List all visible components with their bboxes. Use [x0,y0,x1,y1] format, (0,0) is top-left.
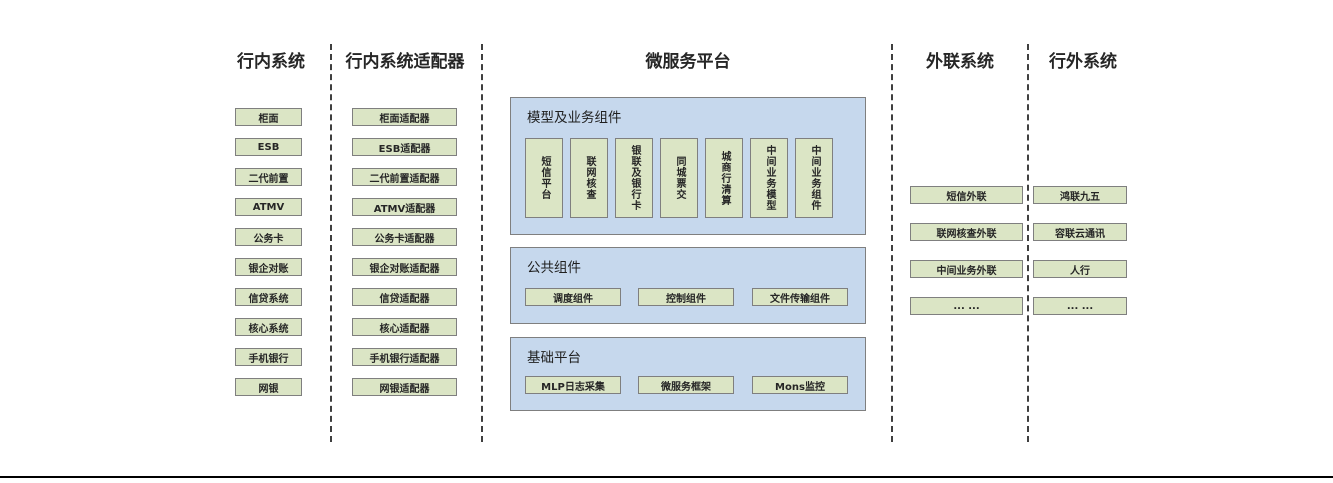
diagram-box: 调度组件 [525,288,621,306]
diagram-box: 核心系统 [235,318,302,336]
diagram-box: 柜面 [235,108,302,126]
diagram-box: 鸿联九五 [1033,186,1127,204]
diagram-box: 信贷系统 [235,288,302,306]
diagram-box: 短信平台 [525,138,563,218]
column-title-external-systems: 行外系统 [1049,52,1117,72]
panel-title: 公共组件 [527,260,581,276]
separator-line-3 [891,44,893,442]
separator-line-4 [1027,44,1029,442]
internal-systems-column: 柜面 ESB 二代前置 ATMV 公务卡 银企对账 信贷系统 核心系统 手机银行… [235,108,302,408]
diagram-box: 手机银行适配器 [352,348,457,366]
diagram-box: ESB适配器 [352,138,457,156]
diagram-box: 二代前置适配器 [352,168,457,186]
vertical-box-row: 短信平台 联网核查 银联及银行卡 同城票交 城商行清算 中间业务模型 中间业务组… [525,138,833,218]
diagram-box: 联网核查 [570,138,608,218]
diagram-box: 网银 [235,378,302,396]
diagram-box: 文件传输组件 [752,288,848,306]
diagram-box: 容联云通讯 [1033,223,1127,241]
diagram-box: ATMV [235,198,302,216]
diagram-box: ... ... [910,297,1023,315]
diagram-box: 柜面适配器 [352,108,457,126]
diagram-box: 中间业务外联 [910,260,1023,278]
panel-common-components: 公共组件 调度组件 控制组件 文件传输组件 [510,247,866,324]
diagram-box: 人行 [1033,260,1127,278]
column-title-microservice-platform: 微服务平台 [645,52,731,72]
diagram-box: ESB [235,138,302,156]
diagram-box: 网银适配器 [352,378,457,396]
column-title-external-link-systems: 外联系统 [926,52,994,72]
diagram-box: 中间业务组件 [795,138,833,218]
external-link-systems-column: 短信外联 联网核查外联 中间业务外联 ... ... [910,186,1023,334]
panel-model-business-components: 模型及业务组件 短信平台 联网核查 银联及银行卡 同城票交 城商行清算 中间业务… [510,97,866,235]
separator-line-1 [330,44,332,442]
panel-title: 基础平台 [527,350,581,366]
column-title-internal-systems: 行内系统 [237,52,305,72]
diagram-box: 银联及银行卡 [615,138,653,218]
diagram-box: 公务卡 [235,228,302,246]
diagram-box: 城商行清算 [705,138,743,218]
diagram-box: 同城票交 [660,138,698,218]
internal-adapters-column: 柜面适配器 ESB适配器 二代前置适配器 ATMV适配器 公务卡适配器 银企对账… [352,108,457,408]
diagram-box: 二代前置 [235,168,302,186]
diagram-box: Mons监控 [752,376,848,394]
diagram-box: 核心适配器 [352,318,457,336]
bottom-rule-line [0,476,1333,478]
separator-line-2 [481,44,483,442]
diagram-box: ... ... [1033,297,1127,315]
diagram-box: 银企对账 [235,258,302,276]
diagram-box: 短信外联 [910,186,1023,204]
panel-title: 模型及业务组件 [527,110,622,126]
diagram-box: 微服务框架 [638,376,734,394]
diagram-box: 控制组件 [638,288,734,306]
diagram-box: 手机银行 [235,348,302,366]
diagram-box: 银企对账适配器 [352,258,457,276]
diagram-box: 公务卡适配器 [352,228,457,246]
diagram-box: 联网核查外联 [910,223,1023,241]
column-title-internal-adapters: 行内系统适配器 [345,52,465,72]
diagram-box: MLP日志采集 [525,376,621,394]
external-systems-column: 鸿联九五 容联云通讯 人行 ... ... [1033,186,1127,334]
diagram-box: ATMV适配器 [352,198,457,216]
diagram-box: 信贷适配器 [352,288,457,306]
diagram-box: 中间业务模型 [750,138,788,218]
panel-base-platform: 基础平台 MLP日志采集 微服务框架 Mons监控 [510,337,866,411]
